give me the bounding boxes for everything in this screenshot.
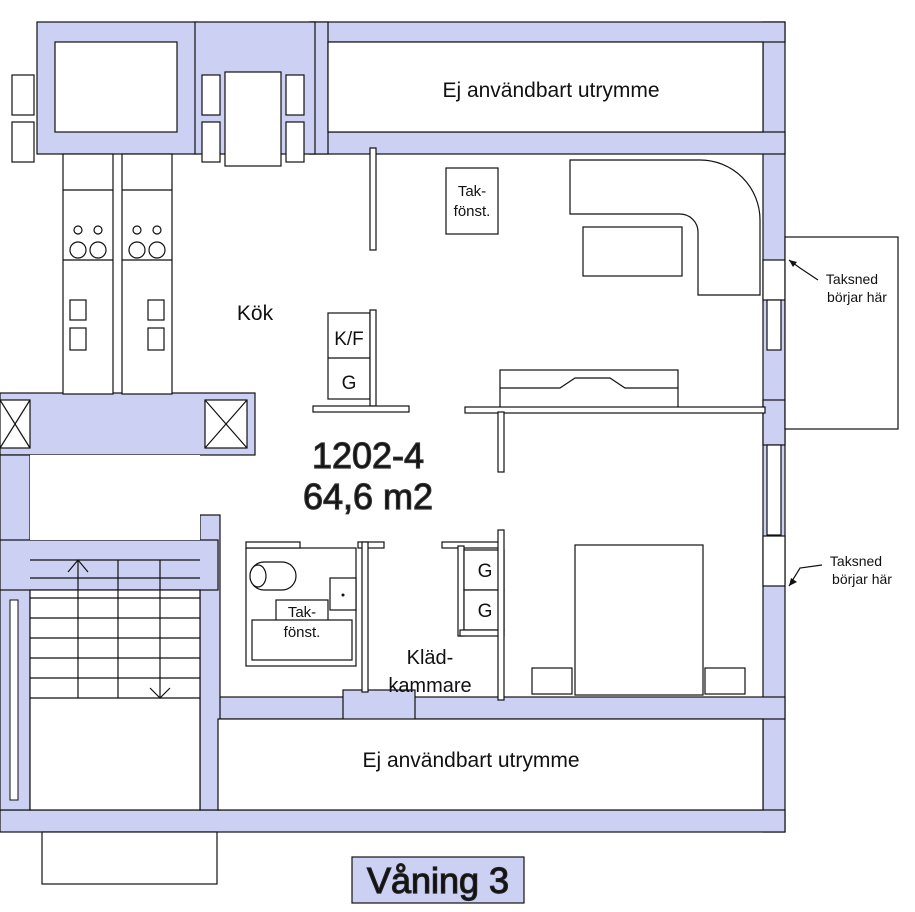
windows [41, 236, 899, 885]
wall-above-attic-bottom [199, 696, 786, 720]
closet-label-2: kammare [388, 675, 471, 697]
floor-label: Våning 3 [367, 860, 509, 901]
roof-slope-1-label-2: börjar här [827, 289, 887, 305]
roof-slope-2-label-2: börjar här [832, 571, 892, 587]
wall-under-attic-top [309, 131, 786, 155]
outer-wall-top [309, 21, 786, 43]
floor-label-box [351, 856, 525, 904]
closet-bedroom [361, 529, 746, 701]
wardrobe-kitchen-label: G [342, 373, 357, 394]
unusable-space-bottom-label: Ej användbart utrymme [362, 749, 579, 772]
wall-window-pier [762, 399, 786, 446]
roof-slope-1-label-1: Taksned [826, 271, 878, 287]
skylight-kitchen-label-2: fönst. [454, 203, 491, 220]
wardrobe-bedroom-1 [463, 549, 505, 591]
kitchen-label: Kök [237, 302, 274, 325]
unusable-space-top-label: Ej användbart utrymme [442, 79, 659, 102]
unit-area-label: 64,6 m2 [303, 476, 433, 517]
roof-slope-2-label-1: Taksned [830, 553, 882, 569]
stair-wall-mid [0, 539, 219, 591]
fridge-freezer-label: K/F [334, 329, 364, 350]
outer-wall-bottom [0, 809, 786, 833]
bathroom [245, 541, 385, 667]
interiors [9, 41, 764, 811]
dormer [784, 236, 899, 430]
skylight-kitchen-label-1: Tak- [458, 183, 486, 200]
sofa [499, 369, 679, 409]
kitchen-fixtures [312, 147, 766, 473]
neighbor-kitchen-strips [0, 71, 305, 449]
closet-wall-bottom [342, 689, 416, 721]
wardrobe-1-label: G [478, 561, 493, 582]
wardrobe-2-label: G [478, 601, 493, 622]
kitchen-island [582, 226, 683, 277]
skylight-kitchen [445, 167, 499, 235]
skylight-bath-label-2: fönst. [284, 624, 321, 641]
fridge-freezer-unit [327, 312, 371, 400]
roof-slope-arrows [788, 259, 823, 587]
closet-label-1: Kläd- [407, 647, 454, 669]
skylight-bath-label-1: Tak- [288, 604, 316, 621]
bed [574, 544, 704, 696]
stairs [30, 559, 200, 699]
unit-id-label: 1202-4 [312, 435, 424, 476]
